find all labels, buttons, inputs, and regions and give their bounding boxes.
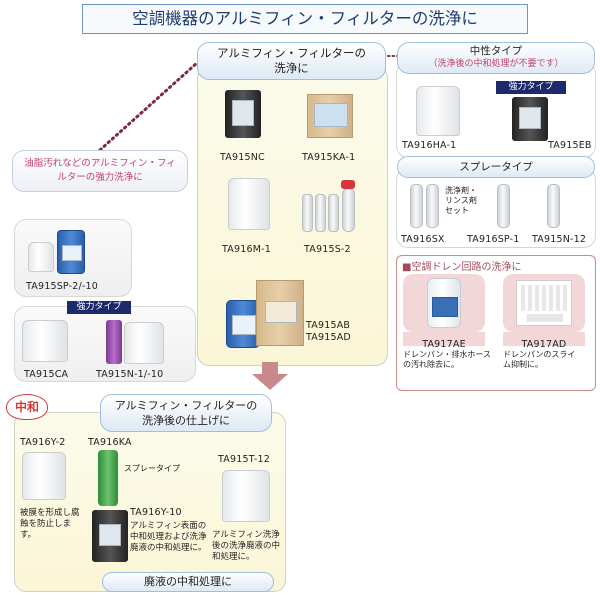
product-image-ta917ae — [427, 278, 461, 328]
spray-set-label: 洗浄剤・ リンス剤 セット — [445, 186, 477, 216]
product-image-ta916sp-1 — [497, 184, 510, 228]
product-image-ta915sp-10 — [57, 230, 85, 274]
product-code-ta916y-2: TA916Y-2 — [20, 437, 66, 448]
product-image-ta915ka-1 — [307, 94, 353, 138]
heavy-duty-label-box: 油脂汚れなどのアルミフィン・フィルターの強力洗浄に — [12, 150, 188, 192]
product-image-ta915ab — [226, 300, 260, 348]
product-image-ta915n-1 — [106, 320, 122, 364]
product-image-ta916sx — [410, 184, 442, 228]
product-code-ta917ae: TA917AE — [422, 339, 466, 350]
product-image-ta916m-1 — [228, 178, 270, 230]
neutralize-tag-label: 中和 — [14, 400, 39, 414]
product-code-ta916sx: TA916SX — [401, 234, 445, 245]
product-image-ta915ad — [256, 280, 304, 346]
spray-title-box: スプレータイプ — [397, 156, 595, 178]
product-code-ta916m-1: TA916M-1 — [222, 244, 271, 255]
fin-cleaning-title-line1: アルミフィン・フィルターの — [217, 46, 366, 60]
product-code-ta915eb: TA915EB — [548, 140, 592, 151]
spray-set-label-line2: リンス剤 — [445, 196, 477, 205]
product-code-ta915t-12: TA915T-12 — [218, 454, 270, 465]
drain-note-2: ドレンパンのスライム抑制に。 — [503, 350, 576, 369]
product-code-ta915ab: TA915AB — [306, 320, 351, 331]
product-code-ta915n-1-10: TA915N-1/-10 — [96, 369, 164, 380]
spray-set-label-line1: 洗浄剤・ — [445, 186, 477, 195]
product-image-ta916y-2 — [22, 452, 66, 500]
waste-neutralize-box: 廃液の中和処理に — [102, 572, 274, 592]
drain-code-bar-2: TA917AD — [503, 332, 585, 350]
spray-title: スプレータイプ — [459, 161, 533, 173]
drain-title: ■空調ドレン回路の洗浄に — [402, 262, 522, 273]
product-image-ta915t-12 — [222, 470, 270, 522]
neutral-subtitle: （洗浄後の中和処理が不要です） — [428, 59, 564, 69]
product-image-ta915n-12 — [547, 184, 560, 228]
finish-title-line1: アルミフィン・フィルターの — [114, 399, 258, 412]
finish-spray-note: スプレータイプ — [124, 464, 180, 473]
product-code-ta916ha-1: TA916HA-1 — [402, 140, 457, 151]
arrow-down-icon — [252, 362, 288, 390]
product-image-ta915nc — [225, 90, 261, 138]
neutral-title: 中性タイプ — [469, 45, 523, 57]
fin-cleaning-title: アルミフィン・フィルターの 洗浄に — [197, 42, 386, 80]
neutral-title-box: 中性タイプ （洗浄後の中和処理が不要です） — [397, 42, 595, 74]
spray-set-label-line3: セット — [445, 206, 469, 215]
product-code-ta915nc: TA915NC — [220, 152, 265, 163]
finish-title-line2: 洗浄後の仕上げに — [142, 414, 230, 427]
product-code-ta915ka-1: TA915KA-1 — [302, 152, 356, 163]
neutralize-tag: 中和 — [6, 394, 48, 420]
finish-title-box: アルミフィン・フィルターの 洗浄後の仕上げに — [100, 394, 272, 432]
product-code-ta915ca: TA915CA — [24, 369, 69, 380]
product-code-ta916y-10: TA916Y-10 — [130, 507, 182, 518]
drain-note-1: ドレンパン・排水ホースの汚れ除去に。 — [403, 350, 491, 369]
neutral-strong-badge: 強力タイプ — [496, 81, 566, 94]
product-code-ta916sp-1: TA916SP-1 — [467, 234, 520, 245]
heavy-duty-label: 油脂汚れなどのアルミフィン・フィルターの強力洗浄に — [24, 158, 176, 183]
product-code-ta916ka: TA916KA — [88, 437, 132, 448]
product-image-ta916ha-1 — [416, 86, 460, 136]
fin-cleaning-title-line2: 洗浄に — [274, 61, 309, 75]
product-image-ta915eb — [512, 97, 548, 141]
product-image-ta916y-10 — [92, 510, 128, 562]
product-code-ta917ad: TA917AD — [521, 339, 567, 350]
product-image-ta916ka — [98, 450, 118, 506]
finish-note-3: アルミフィン洗浄後の洗浄廃液の中和処理に。 — [212, 530, 281, 562]
waste-neutralize-label: 廃液の中和処理に — [144, 575, 232, 588]
product-code-ta915ad: TA915AD — [306, 332, 351, 343]
page-title-box: 空調機器のアルミフィン・フィルターの洗浄に — [82, 4, 528, 34]
heavy-left-strong-badge: 強力タイプ — [67, 301, 131, 314]
finish-note-1: 被膜を形成し腐蝕を防止します。 — [20, 508, 80, 540]
drain-code-bar-1: TA917AE — [403, 332, 485, 350]
product-image-ta915s-2 — [302, 180, 358, 232]
product-image-ta917ad — [516, 280, 572, 326]
finish-note-2: アルミフィン表面の中和処理および洗浄廃液の中和処理に。 — [130, 521, 207, 553]
product-image-ta915sp-2-small — [28, 242, 54, 272]
product-code-ta915s-2: TA915S-2 — [304, 244, 351, 255]
product-image-ta915n-10 — [124, 322, 164, 364]
product-image-ta915ca — [22, 320, 68, 362]
product-code-ta915n-12: TA915N-12 — [532, 234, 587, 245]
page-title: 空調機器のアルミフィン・フィルターの洗浄に — [132, 9, 478, 28]
product-code-ta915sp: TA915SP-2/-10 — [26, 281, 99, 292]
